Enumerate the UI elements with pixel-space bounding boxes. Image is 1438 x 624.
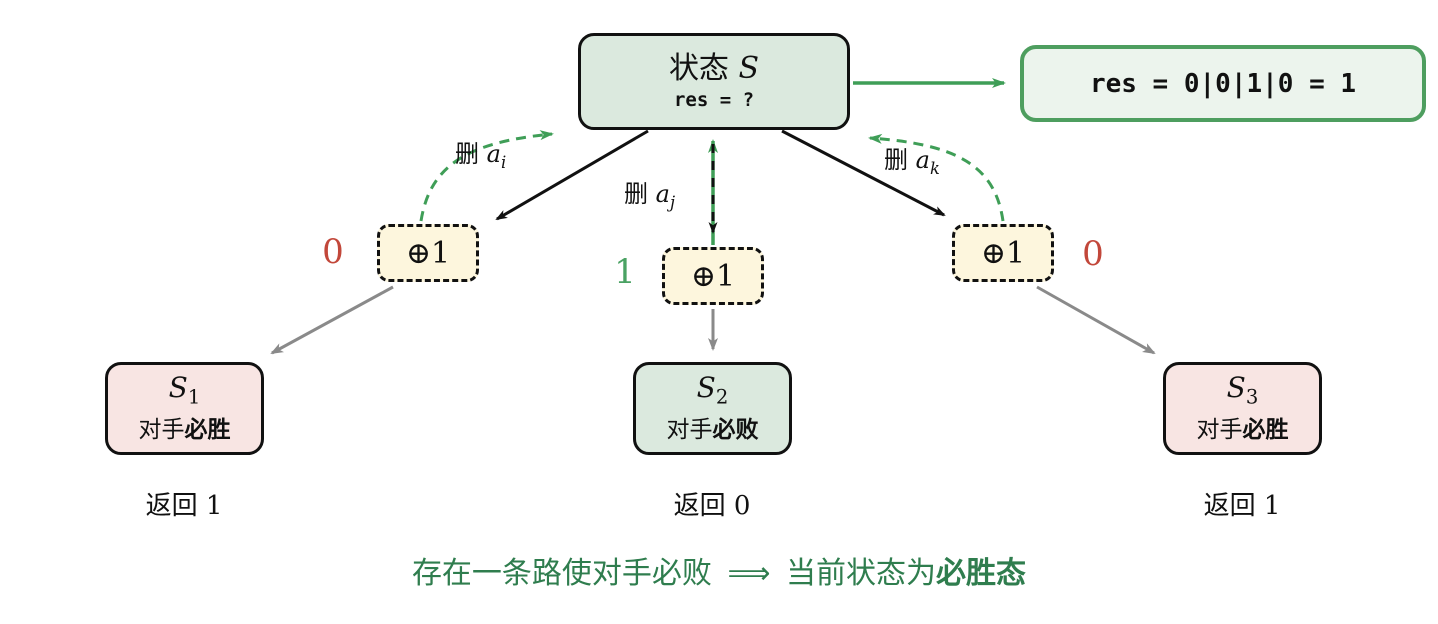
branch-value-right: 0 xyxy=(1082,234,1104,274)
xor-label-middle: ⊕1 xyxy=(690,258,736,294)
edge-solid-right xyxy=(781,129,946,217)
result-node: res = 0|0|1|0 = 1 xyxy=(1020,45,1426,122)
child-name-s2-sub: 2 xyxy=(715,385,729,409)
return-label-right: 返回 1 xyxy=(1203,491,1281,521)
xor-node-middle: ⊕1 xyxy=(662,247,764,305)
edge-gray-right xyxy=(1036,285,1156,355)
child-line2-s3: 对手必胜 xyxy=(1197,410,1289,444)
edge-solid-left xyxy=(495,129,649,221)
return-label-middle: 返回 0 xyxy=(673,491,751,521)
caption: 存在一条路使对手必败 ⟹ 当前状态为必胜态 xyxy=(0,548,1438,592)
caption-bold: 必胜态 xyxy=(936,556,1027,591)
child-name-s2-var: S xyxy=(696,370,716,404)
child-name-s3-sub: 3 xyxy=(1245,385,1259,409)
caption-mid: 当前状态为 xyxy=(786,556,937,591)
child-line2-s2-bold: 必败 xyxy=(712,416,759,444)
child-name-s1-sub: 1 xyxy=(187,385,201,409)
child-line2-s1: 对手必胜 xyxy=(139,410,231,444)
xor-label-left: ⊕1 xyxy=(405,235,451,271)
child-name-s1-var: S xyxy=(168,370,188,404)
child-node-s3: S3 对手必胜 xyxy=(1163,362,1322,455)
state-title-var: S xyxy=(738,50,760,86)
child-name-s1: S1 xyxy=(168,370,201,409)
edge-label-middle: 删 aj xyxy=(624,174,675,212)
child-line2-s2: 对手必败 xyxy=(667,410,759,444)
xor-node-right: ⊕1 xyxy=(952,224,1054,282)
child-name-s3-var: S xyxy=(1226,370,1246,404)
child-node-s1: S1 对手必胜 xyxy=(105,362,264,455)
child-line2-s3-bold: 必胜 xyxy=(1242,416,1289,444)
child-line2-s1-prefix: 对手 xyxy=(138,417,185,444)
child-name-s3: S3 xyxy=(1226,370,1259,409)
branch-value-left: 0 xyxy=(322,232,344,272)
edge-label-left-prefix: 删 xyxy=(455,140,479,168)
child-node-s2: S2 对手必败 xyxy=(633,362,792,455)
edge-label-right-sub: k xyxy=(929,158,940,178)
edge-label-left-var: a xyxy=(486,140,501,168)
state-title: 状态 S xyxy=(668,50,760,87)
edge-label-left: 删 ai xyxy=(455,134,506,172)
xor-node-left: ⊕1 xyxy=(377,224,479,282)
edge-label-middle-var: a xyxy=(655,180,670,208)
caption-left: 存在一条路使对手必败 xyxy=(411,556,712,591)
edge-label-right-prefix: 删 xyxy=(884,146,908,174)
edge-return-left xyxy=(419,130,554,222)
edge-label-left-sub: i xyxy=(500,152,507,172)
child-line2-s1-bold: 必胜 xyxy=(184,416,231,444)
edge-label-right-var: a xyxy=(915,146,930,174)
state-node: 状态 S res = ? xyxy=(578,33,850,130)
state-code: res = ? xyxy=(673,89,755,112)
child-line2-s3-prefix: 对手 xyxy=(1196,417,1243,444)
state-title-text: 状态 xyxy=(668,50,729,86)
child-line2-s2-prefix: 对手 xyxy=(666,417,713,444)
edge-label-middle-prefix: 删 xyxy=(624,180,648,208)
edge-gray-left xyxy=(270,285,394,355)
edge-label-right: 删 ak xyxy=(884,140,940,178)
edge-label-middle-sub: j xyxy=(669,192,676,212)
branch-value-middle: 1 xyxy=(614,252,636,292)
return-label-left: 返回 1 xyxy=(145,491,223,521)
child-name-s2: S2 xyxy=(696,370,729,409)
implies-arrow: ⟹ xyxy=(727,556,771,591)
xor-label-right: ⊕1 xyxy=(980,235,1026,271)
result-code: res = 0|0|1|0 = 1 xyxy=(1089,68,1357,99)
edge-return-right xyxy=(868,133,1005,222)
